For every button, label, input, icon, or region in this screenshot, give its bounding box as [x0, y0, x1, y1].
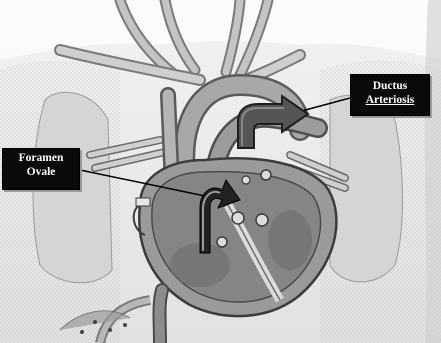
ductus-arteriosis-label-line2: Arteriosis	[351, 93, 429, 107]
mitral-valve	[256, 214, 268, 226]
foramen-ovale-label: Foramen Ovale	[2, 148, 80, 190]
left-ventricle	[268, 210, 312, 270]
ductus-arteriosis-label: Ductus Arteriosis	[350, 74, 430, 116]
foramen-ovale-label-line2: Ovale	[3, 165, 79, 179]
foramen-ovale-label-line1: Foramen	[3, 151, 79, 165]
ductus-arteriosis-label-line1: Ductus	[351, 79, 429, 93]
tricuspid-valve	[232, 212, 244, 224]
